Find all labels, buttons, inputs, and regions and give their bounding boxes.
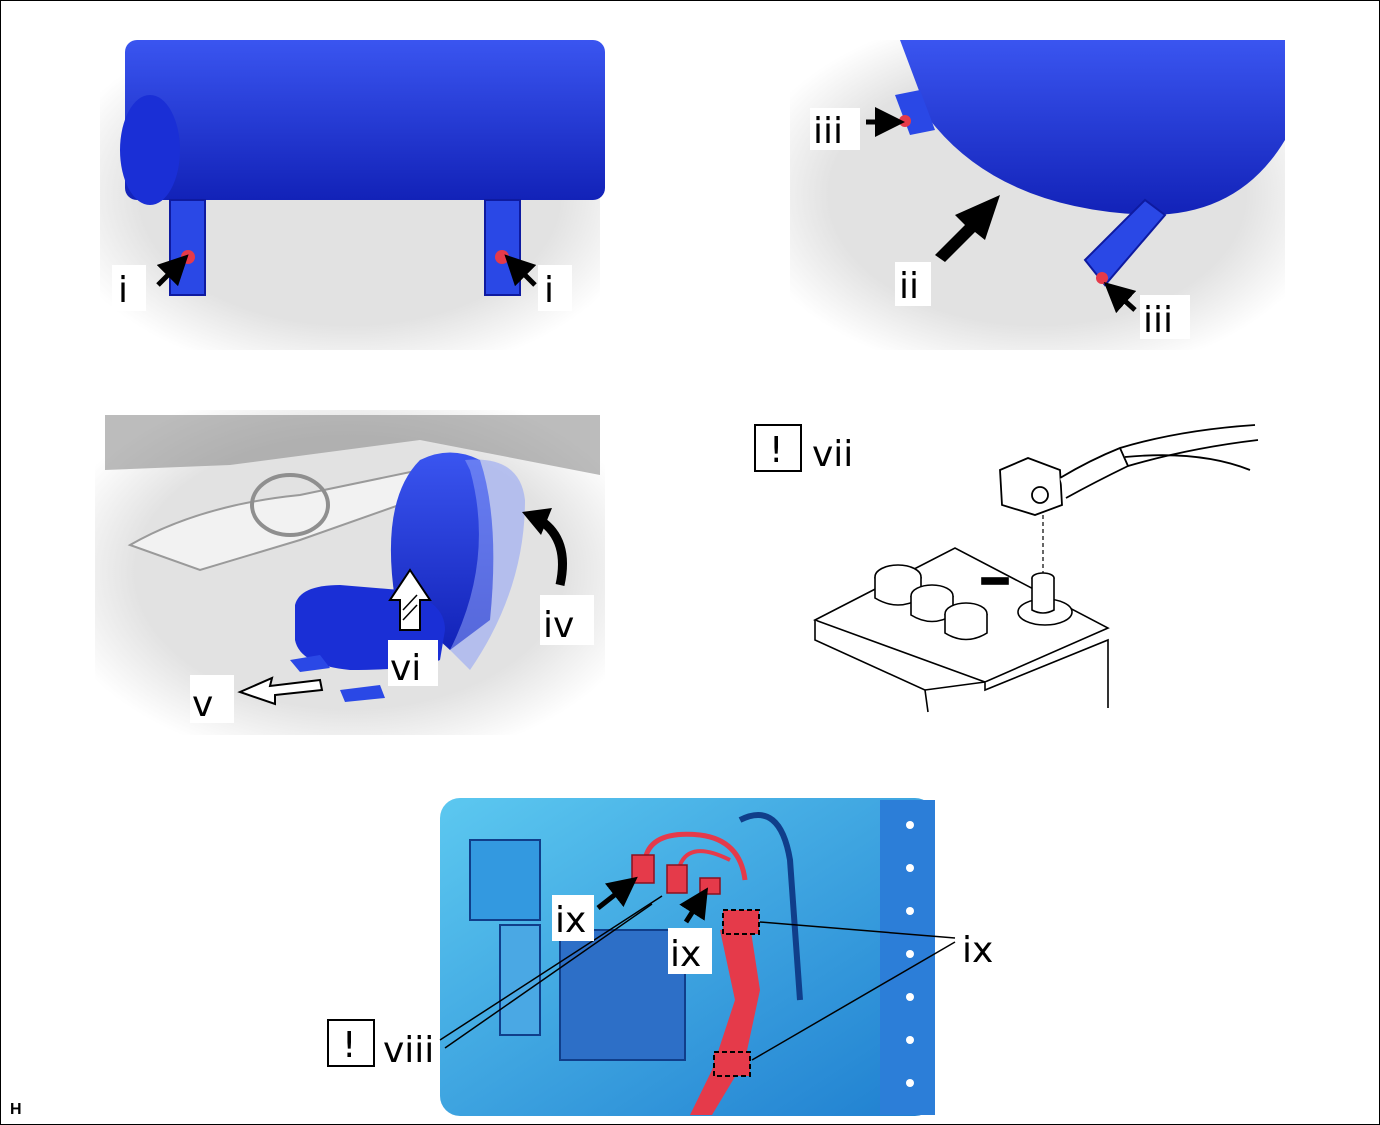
- caution-mark-viii: !: [342, 1025, 356, 1066]
- label-i-right: i: [544, 270, 554, 311]
- seat-rail-right: [484, 199, 521, 296]
- battery: [813, 547, 1110, 713]
- label-i-left: i: [118, 270, 128, 311]
- label-iii-lower: iii: [1143, 300, 1173, 341]
- label-vi: vi: [390, 648, 421, 689]
- slide-arrow-ii: [935, 195, 1000, 262]
- panel-battery-terminal: ! vii: [754, 420, 1259, 713]
- wire-harness-red: [690, 925, 760, 1115]
- seat-cushion-front: [900, 40, 1285, 215]
- panel-connector-area: ix ix ix ! viii: [327, 798, 993, 1116]
- seat-rail-left: [169, 199, 206, 296]
- caution-mark-vii: !: [769, 430, 783, 471]
- seat-cushion: [125, 40, 605, 200]
- label-vii: vii: [812, 434, 853, 475]
- bolt-lower: [1096, 272, 1108, 284]
- seat-rail-upper: [895, 90, 935, 135]
- panel-seat-front-bolts: iii ii iii: [790, 40, 1285, 350]
- panel-seat-removal: iv vi v: [95, 410, 605, 735]
- bolt-right: [495, 250, 509, 264]
- connector-2: [666, 864, 688, 894]
- connector-1: [631, 854, 655, 884]
- bolt-left: [181, 250, 195, 264]
- label-ix-1: ix: [555, 900, 586, 941]
- label-iv: iv: [543, 605, 574, 646]
- clamp-upper: [722, 909, 760, 935]
- lift-arrow-vi: [388, 568, 432, 631]
- bolt-upper: [899, 115, 911, 127]
- caution-box-icon-viii: [327, 1019, 375, 1067]
- label-ix-2: ix: [670, 934, 701, 975]
- terminal-clamp: [999, 424, 1259, 516]
- caution-box-icon: [754, 424, 802, 472]
- clamp-lower: [713, 1051, 751, 1077]
- label-v: v: [192, 684, 213, 725]
- label-viii: viii: [383, 1030, 434, 1071]
- label-iii-upper: iii: [813, 111, 843, 152]
- label-ix-3: ix: [962, 930, 993, 971]
- connector-3: [699, 877, 721, 895]
- label-ii: ii: [899, 266, 919, 307]
- panel-seat-rear-bolts: i i: [100, 40, 605, 350]
- corner-mark: H: [10, 1101, 22, 1118]
- slide-arrow-v: [237, 676, 324, 706]
